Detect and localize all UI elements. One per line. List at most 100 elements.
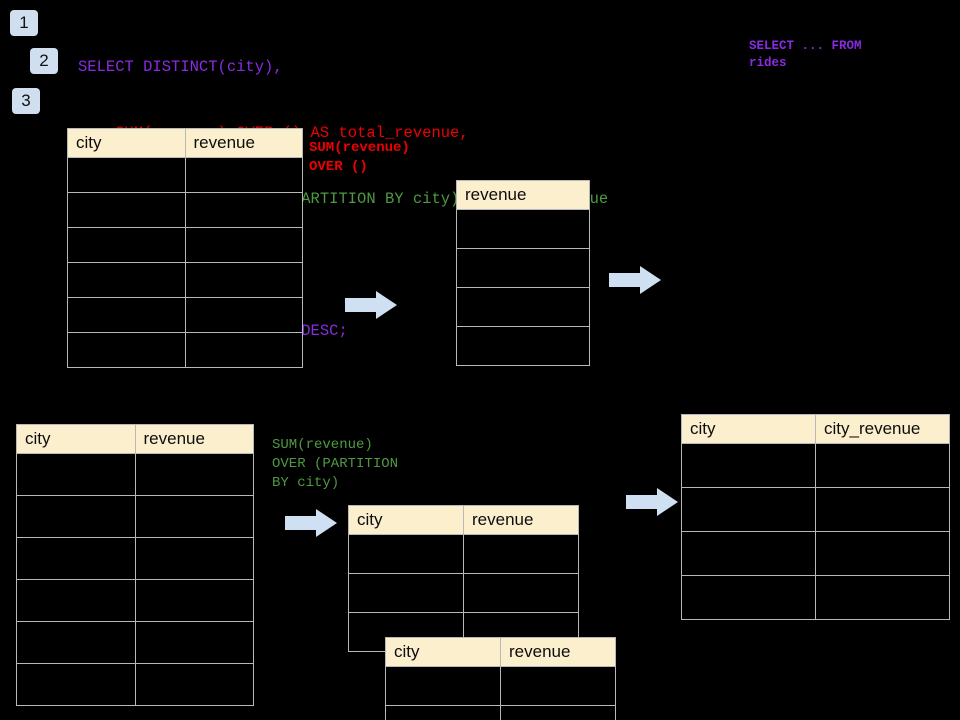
table-row (456, 287, 590, 327)
table-row (16, 537, 254, 580)
table-header-row: revenue (456, 180, 590, 210)
cell-revenue (456, 287, 590, 327)
arrow-source-to-revenue (345, 291, 397, 319)
table-row (67, 227, 303, 263)
cell-revenue (456, 326, 590, 366)
table-row (348, 534, 579, 574)
cell-revenue (463, 573, 579, 613)
cell-city (348, 573, 464, 613)
cell-city (67, 262, 186, 298)
column-header-revenue: revenue (500, 637, 616, 667)
table-partition-b: city revenue (385, 637, 616, 720)
cell-city (67, 192, 186, 228)
table-header-row: city revenue (16, 424, 254, 454)
column-header-city: city (385, 637, 501, 667)
table-partition-a: city revenue (348, 505, 579, 652)
cell-city (67, 332, 186, 368)
table-result: city city_revenue (681, 414, 950, 620)
cell-city (16, 579, 136, 622)
cell-city (385, 705, 501, 720)
cell-city (681, 531, 816, 576)
table-row (67, 297, 303, 333)
cell-city-revenue (815, 487, 950, 532)
arrow-revenue-to-result (609, 266, 661, 294)
table-row (681, 443, 950, 488)
table-row (67, 262, 303, 298)
column-header-revenue: revenue (184, 128, 303, 158)
cell-revenue (134, 621, 254, 664)
cell-city (385, 666, 501, 706)
cell-revenue (134, 495, 254, 538)
annotation-sum-over-partition: SUM(revenue) OVER (PARTITION BY city) (272, 437, 399, 491)
table-row (681, 487, 950, 532)
cell-revenue (134, 537, 254, 580)
table-row (16, 621, 254, 664)
table-header-row: city revenue (385, 637, 616, 667)
cell-revenue (463, 534, 579, 574)
cell-revenue (500, 666, 616, 706)
annotation-select-from: SELECT ... FROM rides (749, 39, 862, 70)
cell-revenue (500, 705, 616, 720)
step-badge-3: 3 (12, 88, 40, 114)
cell-city (681, 487, 816, 532)
step-badge-1: 1 (10, 10, 38, 36)
column-header-revenue: revenue (456, 180, 590, 210)
cell-revenue (184, 192, 303, 228)
arrow-partition-to-result (626, 488, 678, 516)
table-revenue-agg: revenue (456, 180, 590, 366)
cell-revenue (184, 332, 303, 368)
table-row (385, 705, 616, 720)
column-header-city: city (16, 424, 136, 454)
cell-city (67, 297, 186, 333)
column-header-city: city (348, 505, 464, 535)
column-header-city-revenue: city_revenue (815, 414, 950, 444)
column-header-revenue: revenue (134, 424, 254, 454)
table-row (385, 666, 616, 706)
cell-city (67, 227, 186, 263)
cell-revenue (134, 453, 254, 496)
column-header-city: city (681, 414, 816, 444)
table-row (456, 248, 590, 288)
cell-city (67, 157, 186, 193)
table-row (67, 157, 303, 193)
cell-city-revenue (815, 443, 950, 488)
cell-city (348, 534, 464, 574)
sql-line-1: SELECT DISTINCT(city), (78, 58, 283, 76)
table-row (16, 495, 254, 538)
cell-revenue (184, 227, 303, 263)
table-row (16, 579, 254, 622)
table-row (456, 326, 590, 366)
cell-revenue (184, 157, 303, 193)
arrow-source-to-partition (285, 509, 337, 537)
table-row (67, 332, 303, 368)
table-row (681, 531, 950, 576)
cell-revenue (456, 248, 590, 288)
table-header-row: city revenue (67, 128, 303, 158)
cell-city (681, 575, 816, 620)
cell-city (16, 663, 136, 706)
column-header-revenue: revenue (463, 505, 579, 535)
column-header-city: city (67, 128, 186, 158)
cell-city (16, 453, 136, 496)
cell-city (681, 443, 816, 488)
cell-revenue (134, 579, 254, 622)
table-row (681, 575, 950, 620)
table-header-row: city city_revenue (681, 414, 950, 444)
table-row (456, 209, 590, 249)
cell-revenue (184, 297, 303, 333)
table-source-bottom: city revenue (16, 424, 254, 706)
annotation-sum-over-empty: SUM(revenue) OVER () (309, 140, 410, 175)
table-source-top: city revenue (67, 128, 303, 368)
step-badge-2: 2 (30, 48, 58, 74)
cell-city-revenue (815, 575, 950, 620)
table-row (67, 192, 303, 228)
table-row (16, 453, 254, 496)
cell-revenue (134, 663, 254, 706)
table-row (348, 573, 579, 613)
cell-city (16, 495, 136, 538)
cell-city (16, 621, 136, 664)
table-row (16, 663, 254, 706)
cell-city (16, 537, 136, 580)
cell-city-revenue (815, 531, 950, 576)
